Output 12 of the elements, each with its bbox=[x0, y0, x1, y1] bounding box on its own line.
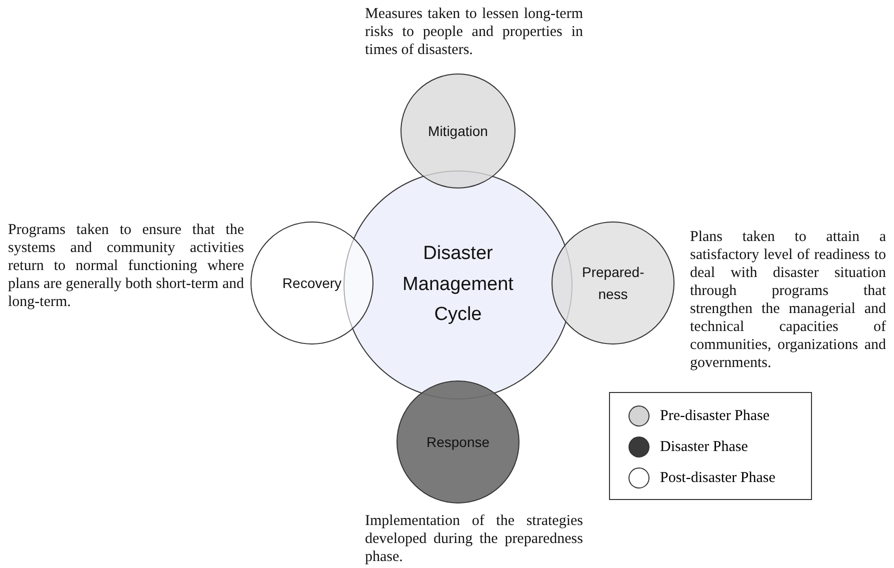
phase-label: Mitigation bbox=[428, 122, 488, 141]
phase-label: Recovery bbox=[282, 274, 342, 293]
legend-label: Pre-disaster Phase bbox=[660, 408, 770, 424]
phase-label: Response bbox=[426, 432, 490, 452]
legend-label: Post-disaster Phase bbox=[660, 470, 776, 486]
cycle-title: Disaster Management Cycle bbox=[402, 242, 514, 328]
legend-label: Disaster Phase bbox=[660, 438, 748, 456]
phase-description: Measures taken to lessen long-term risks to people and properties in times of disasters. bbox=[365, 5, 583, 59]
phase-description: Plans taken to attain a satisfactory level of readiness to deal with disaster situation through programs that strengthen the managerial and technical capacities of communities, organizations and governments. bbox=[690, 228, 886, 372]
phase-label: Prepared-ness bbox=[582, 262, 644, 304]
phase-description: Implementation of the strategies developed during the preparedness phase. bbox=[365, 512, 583, 566]
phase-description: Programs taken to ensure that the systems and community activities return to normal functioning where plans are generally both short-term and long-term. bbox=[8, 221, 244, 311]
